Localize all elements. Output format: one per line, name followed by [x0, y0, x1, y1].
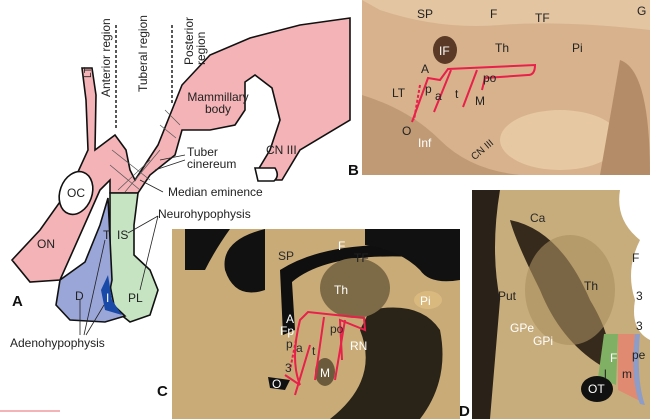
b-lt-label: LT — [392, 86, 406, 100]
b-pi-label: Pi — [572, 41, 583, 55]
tuber-cinereum-label: Tuber cinereum — [187, 145, 237, 171]
d-ca-label: Ca — [530, 211, 546, 225]
d-f-label: F — [632, 251, 640, 265]
neurohypophysis-shape — [109, 192, 159, 323]
d-pe-label: pe — [632, 348, 646, 362]
i-label: I — [106, 291, 110, 305]
optic-chiasm — [58, 170, 94, 216]
b-th-label: Th — [495, 41, 510, 55]
d-ot-label: OT — [588, 382, 605, 396]
hatch-pattern — [109, 109, 181, 193]
panel-a-letter: A — [12, 293, 23, 310]
panel-c-photo — [172, 229, 460, 419]
is-label: IS — [117, 228, 129, 242]
panel-d-letter: D — [459, 403, 470, 419]
c-o-label: O — [272, 377, 282, 391]
oc-label: OC — [67, 186, 85, 200]
d-gpe-label: GPe — [510, 321, 535, 335]
b-a-label: A — [421, 62, 430, 76]
intermediate-lobe — [101, 275, 122, 315]
b-f-label: F — [490, 7, 498, 21]
d-l-label: l — [604, 367, 607, 381]
c-tf-label: TF — [354, 251, 369, 265]
leader-lines — [79, 154, 186, 336]
cn3-label-a: CN III — [266, 143, 297, 157]
c-a2-label: a — [296, 341, 303, 355]
c-m-label: M — [320, 366, 330, 380]
c-pi-label: Pi — [420, 294, 431, 308]
panel-b-letter: B — [348, 162, 359, 179]
b-p-label: p — [425, 82, 432, 96]
panel-a-diagram — [10, 17, 351, 336]
b-sp-label: SP — [417, 7, 434, 21]
c-a-label: A — [286, 312, 295, 326]
region-dividers — [115, 25, 173, 130]
adenohypophysis-label: Adenohypophysis — [10, 336, 105, 350]
d-m-label: m — [622, 367, 632, 381]
d-put-label: Put — [498, 289, 517, 303]
d-gpi-label: GPi — [533, 334, 554, 348]
d-f2-label: F — [610, 351, 618, 365]
c-f-label: F — [338, 239, 346, 253]
on-label: ON — [37, 237, 55, 251]
c-fp-label: Fp — [280, 324, 295, 338]
panel-b-photo — [362, 0, 650, 175]
b-a2-label: a — [435, 89, 442, 103]
posterior-region-label: Posterior region — [182, 16, 208, 65]
b-t-label: t — [455, 87, 459, 101]
anterior-region-label: Anterior region — [99, 18, 113, 97]
t-label: T — [103, 228, 111, 242]
b-if-label: IF — [439, 44, 450, 58]
cn3-opening — [253, 167, 279, 182]
panel-c-letter: C — [157, 383, 168, 400]
b-g-label: G — [637, 4, 647, 18]
tuberal-region-label: Tuberal region — [136, 15, 150, 92]
c-rn-label: RN — [350, 339, 368, 353]
b-m-label: M — [475, 94, 485, 108]
lt-label: LT — [83, 67, 94, 78]
c-t-label: t — [312, 344, 316, 358]
b-inf-label: Inf — [418, 136, 432, 150]
pl-label: PL — [128, 291, 143, 305]
b-o-label: O — [402, 124, 412, 138]
d-th-label: Th — [584, 279, 599, 293]
mammillary-body-label: Mammillary body — [187, 90, 249, 116]
c-th-label: Th — [334, 283, 349, 297]
c-3-label: 3 — [285, 361, 292, 375]
c-p-label: p — [286, 337, 293, 351]
c-po-label: po — [330, 322, 344, 336]
d-label: D — [75, 289, 84, 303]
neurohypophysis-label: Neurohypophysis — [158, 207, 251, 221]
d-3b-label: 3 — [636, 319, 643, 333]
b-po-label: po — [483, 71, 497, 85]
b-tf-label: TF — [535, 11, 550, 25]
median-eminence-label: Median eminence — [168, 185, 263, 199]
d-3a-label: 3 — [636, 289, 643, 303]
footer-strip — [0, 410, 60, 412]
panel-d-photo — [472, 190, 650, 419]
c-sp-label: SP — [278, 249, 295, 263]
